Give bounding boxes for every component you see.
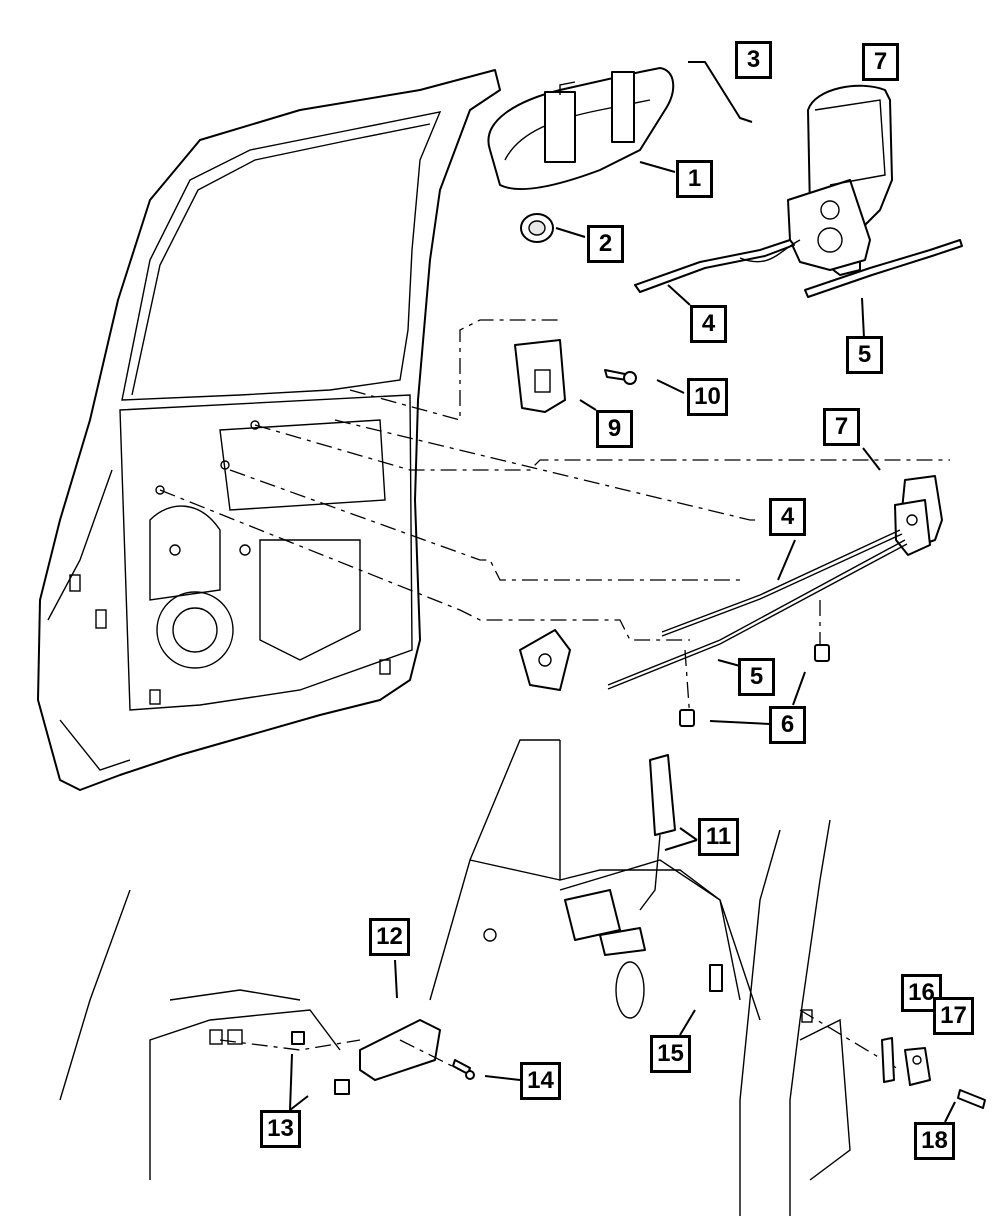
latch-upper [787, 84, 893, 276]
callout-14: 14 [520, 1062, 561, 1100]
cable-4 [661, 529, 901, 633]
clip-upper [814, 644, 830, 662]
callout-13: 13 [260, 1110, 301, 1148]
latch-lower [894, 475, 943, 556]
latch-actuator [519, 629, 571, 691]
callout-3: 3 [735, 41, 772, 79]
callout-12: 12 [369, 918, 410, 956]
callout-4-lower: 4 [769, 498, 806, 536]
pillar-view-right [739, 819, 986, 1216]
callout-4-upper: 4 [690, 305, 727, 343]
callout-18: 18 [914, 1122, 955, 1160]
rear-door-shell [37, 69, 501, 791]
screw [604, 369, 637, 385]
exterior-handle [487, 67, 675, 191]
routing-lines [159, 319, 950, 721]
wire-upper [739, 239, 801, 263]
callout-5-upper: 5 [846, 336, 883, 374]
callout-7-upper: 7 [862, 43, 899, 81]
leader-lines [289, 161, 956, 1123]
pillar-view-left [59, 889, 475, 1180]
callout-9: 9 [596, 410, 633, 448]
cable-5-b [607, 543, 908, 690]
clip-lower [679, 709, 695, 727]
callout-7-lower: 7 [823, 408, 860, 446]
callout-5-lower: 5 [738, 658, 775, 696]
callout-11: 11 [698, 818, 739, 856]
pillar-view-center [429, 739, 761, 1021]
grommet [520, 213, 554, 243]
rod-upper-4 [634, 239, 795, 293]
cable-5 [607, 539, 906, 686]
bracket [514, 339, 566, 413]
link-rod [688, 61, 753, 123]
rod-upper-5 [804, 239, 963, 298]
callout-6: 6 [769, 706, 806, 744]
cable-4-b [661, 533, 903, 637]
callout-2: 2 [587, 225, 624, 263]
callout-1: 1 [676, 160, 713, 198]
callout-15: 15 [650, 1035, 691, 1073]
callout-16: 16 [901, 974, 942, 1012]
callout-10: 10 [687, 378, 728, 416]
callout-17: 17 [933, 997, 974, 1035]
